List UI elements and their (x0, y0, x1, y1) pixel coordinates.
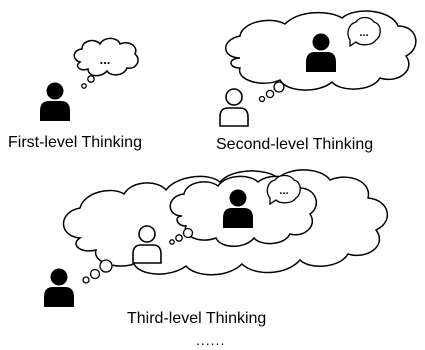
thought-trail-dot (87, 75, 95, 83)
third-level-group: ... (44, 169, 389, 307)
person-solid-icon (40, 82, 70, 121)
small-thought-cloud-dots: ... (100, 52, 111, 67)
continuation-ellipsis: ...... (196, 332, 226, 348)
speech-bubble-icon: ... (347, 16, 381, 48)
thought-trail-dot (99, 259, 113, 273)
large-thought-cloud-icon (225, 10, 417, 91)
second-level-caption: Second-level Thinking (216, 136, 374, 153)
thought-trail-dot (89, 268, 101, 280)
thought-trail-dot (169, 239, 175, 245)
third-level-caption: Third-level Thinking (127, 310, 267, 327)
first-level-group: ... (40, 37, 139, 121)
speech-bubble-icon: ... (266, 174, 301, 206)
thought-trail-dot (265, 89, 275, 99)
second-level-group: ... (219, 10, 417, 127)
thought-trail-dot (81, 83, 87, 89)
thought-trail-dot (175, 234, 183, 242)
thought-trail-dot (273, 81, 285, 93)
person-solid-icon (44, 268, 74, 307)
first-level-caption: First-level Thinking (8, 134, 142, 151)
thought-trail-dot (258, 95, 266, 103)
thought-trail-dot (182, 227, 194, 239)
speech-bubble-dots: ... (359, 27, 368, 39)
speech-bubble-dots: ... (279, 185, 288, 197)
person-outline-icon (219, 88, 249, 127)
small-thought-cloud-icon (73, 37, 139, 77)
thought-trail-dot (82, 276, 90, 284)
